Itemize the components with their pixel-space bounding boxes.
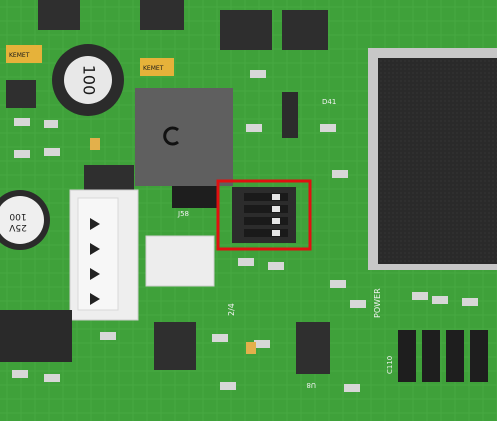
chip-mid-1 bbox=[282, 92, 298, 138]
chip-mid-2 bbox=[154, 322, 196, 370]
white-connector bbox=[69, 189, 139, 321]
main-mcu-chip bbox=[368, 48, 497, 270]
chip-top-4 bbox=[282, 10, 328, 50]
chip-top-2 bbox=[140, 0, 184, 30]
chip-mid-3 bbox=[296, 322, 330, 374]
power-module bbox=[135, 88, 233, 186]
cap-ref: C110 bbox=[386, 356, 394, 374]
white-ic bbox=[145, 235, 215, 287]
chip-left-2 bbox=[84, 165, 134, 193]
smd-caps-yellow bbox=[90, 138, 256, 354]
dip-switch-icon bbox=[232, 187, 296, 243]
chip-left-3 bbox=[0, 310, 72, 362]
chip-top-1 bbox=[38, 0, 80, 30]
tantalum-cap-2: KEMET bbox=[140, 58, 174, 76]
dip-marking: 2/4 bbox=[227, 303, 236, 316]
diode-ref: D41 bbox=[322, 98, 336, 106]
smd-components bbox=[12, 70, 478, 392]
jumper-ref: J58 bbox=[177, 210, 189, 218]
capacitor-voltage: 25V bbox=[8, 222, 26, 232]
tantalum-cap-1: KEMET bbox=[6, 45, 42, 63]
capacitor-value: 100 bbox=[9, 211, 26, 221]
module-logo-icon bbox=[163, 126, 179, 146]
u-ref: U8 bbox=[306, 381, 316, 389]
tant-cap-1-text: KEMET bbox=[9, 52, 30, 59]
pin-headers bbox=[398, 330, 488, 382]
tant-cap-2-text: KEMET bbox=[143, 65, 164, 72]
chip-top-3 bbox=[220, 10, 272, 50]
jumper-header bbox=[172, 186, 218, 208]
power-label: POWER bbox=[373, 288, 382, 318]
inductor-value: 100 bbox=[80, 65, 99, 96]
highlight-box bbox=[216, 179, 312, 251]
capacitor-icon: 100 25V bbox=[0, 190, 50, 250]
chip-left-1 bbox=[6, 80, 36, 108]
inductor-icon: 100 bbox=[52, 44, 124, 116]
